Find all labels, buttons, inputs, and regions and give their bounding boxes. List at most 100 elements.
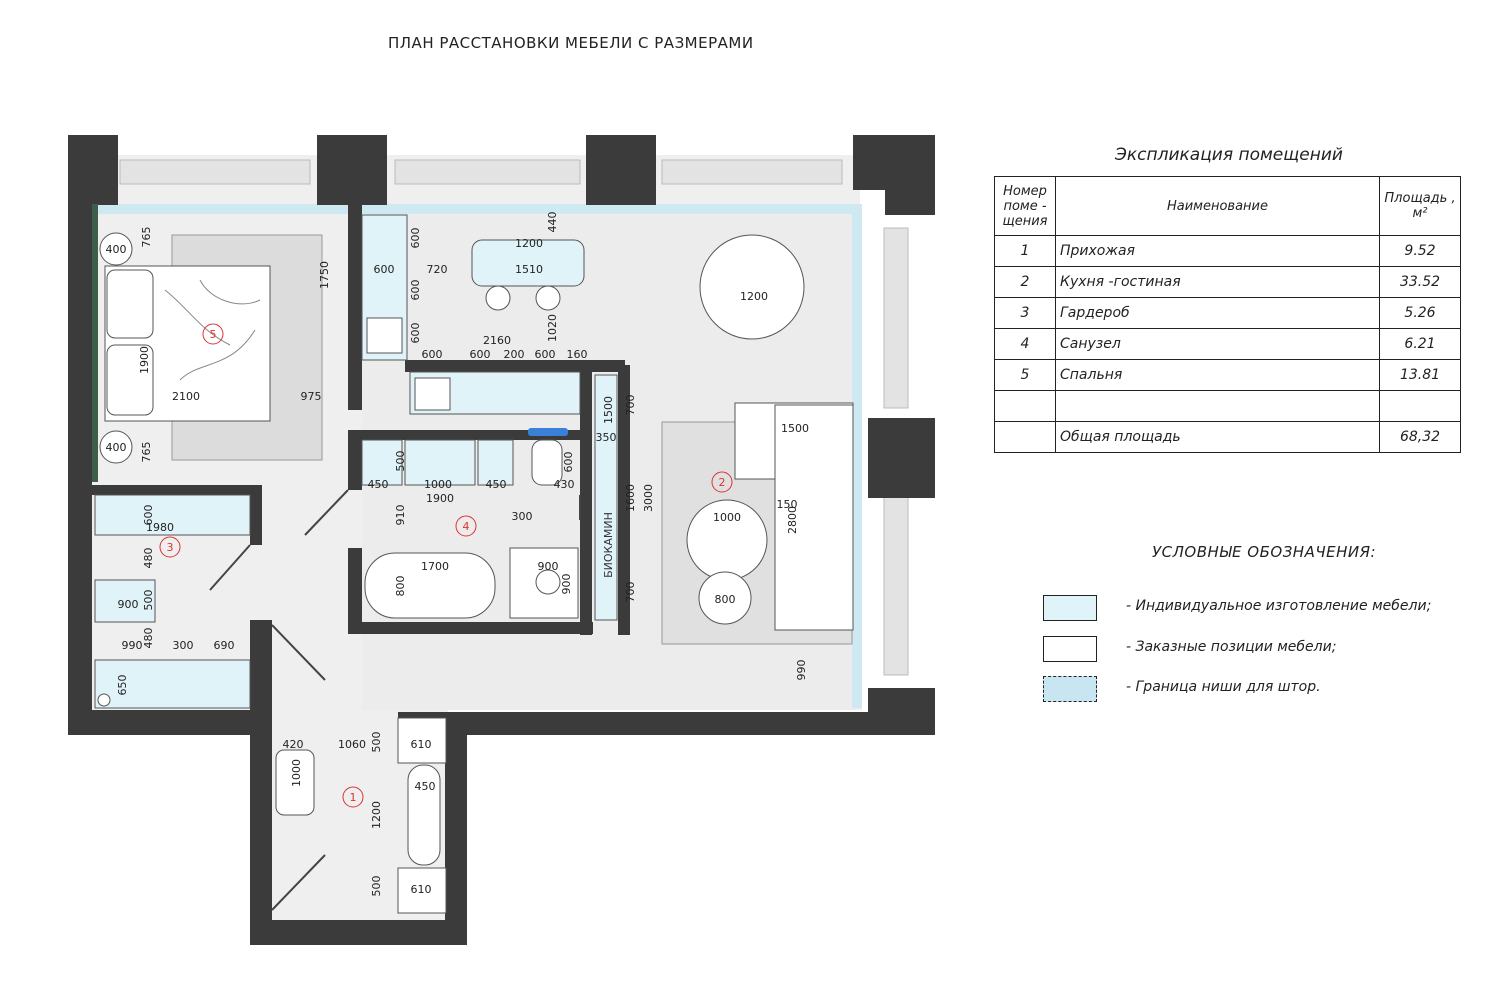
dimension-label: 900: [118, 598, 139, 611]
dimension-label: 1500: [602, 396, 615, 424]
dimension-label: 500: [394, 451, 407, 472]
dimension-label: 160: [567, 348, 588, 361]
cooktop-icon: [414, 377, 451, 411]
dimension-label: 600: [409, 280, 422, 301]
room-number: 4: [463, 520, 470, 533]
bathtub: [364, 552, 496, 619]
dimension-label: 430: [554, 478, 575, 491]
dimension-label: 1980: [146, 521, 174, 534]
dimension-label: 975: [301, 390, 322, 403]
living-room: [594, 374, 854, 645]
floor-plan: 1 2 3 4 5 БИОКАМИН 765 400 1750 1900 210…: [68, 135, 935, 945]
dimension-label: 690: [214, 639, 235, 652]
table-header-row: Номер поме - щения Наименование Площадь …: [994, 176, 1461, 236]
wardrobe-cabinet: [94, 494, 251, 536]
fridge-icon: [366, 317, 403, 354]
dimension-label: 800: [394, 576, 407, 597]
dimension-label: 600: [422, 348, 443, 361]
dimension-label: 600: [142, 505, 155, 526]
legend-label: - Граница ниши для штор.: [1126, 679, 1321, 695]
pillow-icon: [106, 344, 154, 416]
dimension-label: 1000: [713, 511, 741, 524]
dimension-label: 700: [624, 395, 637, 416]
dimension-label: 610: [411, 738, 432, 751]
walls: [68, 135, 935, 945]
dimension-label: 900: [560, 574, 573, 595]
dimension-label: 420: [283, 738, 304, 751]
stool-icon: [535, 285, 561, 311]
legend-label: - Индивидуальное изготовление мебели;: [1126, 598, 1432, 614]
dimension-label: 450: [368, 478, 389, 491]
dimension-label: 480: [142, 628, 155, 649]
dimension-label: 1200: [370, 801, 383, 829]
dining-table: [699, 234, 805, 340]
dimension-label: 600: [409, 323, 422, 344]
dimension-label: 600: [374, 263, 395, 276]
legend-swatch-custom: [1043, 595, 1097, 621]
wardrobe: [94, 494, 251, 709]
wardrobe-cabinet: [94, 659, 251, 709]
dimension-label: 500: [370, 732, 383, 753]
pillow-icon: [106, 269, 154, 339]
dimension-label: 900: [538, 560, 559, 573]
dimension-label: 1600: [624, 484, 637, 512]
dimension-label: 765: [140, 227, 153, 248]
dimension-label: 300: [512, 510, 533, 523]
header-name: Наименование: [1055, 176, 1380, 236]
dimension-label: 3000: [642, 484, 655, 512]
dimension-label: 2100: [172, 390, 200, 403]
dimension-label: 1500: [781, 422, 809, 435]
dimension-label: 1750: [318, 261, 331, 289]
hallway: [275, 717, 447, 914]
dimension-label: 600: [562, 452, 575, 473]
legend-title: УСЛОВНЫЕ ОБОЗНАЧЕНИЯ:: [1152, 543, 1377, 561]
room-marker-2: [711, 471, 733, 493]
wardrobe-cabinet: [94, 579, 156, 623]
header-area: Площадь , м²: [1379, 176, 1461, 236]
sofa: [774, 404, 854, 631]
dimension-label: 600: [470, 348, 491, 361]
biofireplace-unit: [594, 374, 618, 621]
room-marker-4: [455, 515, 477, 537]
mirror-bench: [407, 764, 441, 866]
legend-swatch-ordered: [1043, 636, 1097, 662]
nightstand-icon: [99, 430, 133, 464]
bathroom: [361, 428, 579, 619]
dimension-label: 1060: [338, 738, 366, 751]
dimension-label: 990: [122, 639, 143, 652]
room-marker-5: [202, 323, 224, 345]
room-number: 2: [719, 476, 726, 489]
dimension-label: 440: [546, 212, 559, 233]
windows: [119, 159, 909, 676]
kitchen: [361, 214, 805, 415]
cabinet: [397, 717, 447, 764]
explication-title: Экспликация помещений: [1115, 145, 1343, 165]
dimension-label: 450: [415, 780, 436, 793]
table-row: [994, 390, 1461, 422]
dimension-label: 720: [427, 263, 448, 276]
dimension-label: 400: [106, 441, 127, 454]
side-table: [698, 571, 752, 625]
room-number: 3: [167, 541, 174, 554]
kitchen-island: [471, 239, 585, 287]
dimension-label: 2800: [786, 506, 799, 534]
legend-label: - Заказные позиции мебели;: [1126, 639, 1337, 655]
dimension-label: 1000: [290, 759, 303, 787]
dimension-label: 300: [173, 639, 194, 652]
dimension-label: 500: [142, 590, 155, 611]
legend-swatch-curtain: [1043, 676, 1097, 702]
dimension-label: 1700: [421, 560, 449, 573]
dimension-label: 1200: [740, 290, 768, 303]
dimension-label: 1000: [424, 478, 452, 491]
room-number: 5: [210, 328, 217, 341]
doors: [209, 489, 581, 911]
fireplace-label: БИОКАМИН: [602, 512, 615, 578]
room-markers: [159, 323, 733, 808]
explication-table: Номер поме - щения Наименование Площадь …: [994, 176, 1461, 453]
